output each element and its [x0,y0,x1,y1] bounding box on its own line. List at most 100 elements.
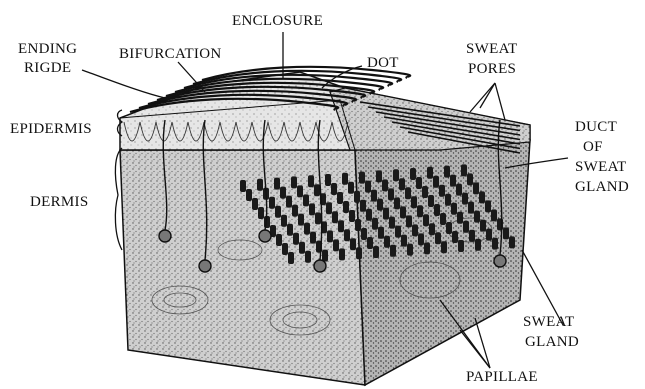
label-sweat-pores-line1: SWEAT [466,40,518,58]
papilla-peg [456,184,462,196]
papilla-peg [428,195,434,207]
label-duct-line3: SWEAT [575,158,627,176]
label-dot: DOT [367,54,399,72]
label-epidermis: EPIDERMIS [10,120,92,138]
papilla-peg [503,227,509,239]
papilla-peg [281,215,287,227]
label-duct-line2: OF [583,138,603,156]
papilla-peg [240,180,246,192]
papilla-peg [299,242,305,254]
papilla-peg [309,203,315,215]
papilla-peg [469,230,475,242]
papilla-peg [331,183,337,195]
papilla-peg [359,172,365,184]
sweat-gland-coil [494,255,506,267]
papilla-peg [450,175,456,187]
papilla-peg [407,244,413,256]
sweat-gland-coil [314,260,326,272]
papilla-peg [467,173,473,185]
papilla-peg [291,176,297,188]
label-ending-ridge-line2: RIGDE [24,59,71,77]
papilla-peg [435,232,441,244]
sweat-gland-coil [199,260,211,272]
papilla-peg [333,239,339,251]
papilla-peg [365,181,371,193]
papilla-peg [458,240,464,252]
papilla-peg [373,246,379,258]
papilla-peg [276,234,282,246]
label-sweat-pores-line2: PORES [468,60,516,78]
label-bifurcation: BIFURCATION [119,45,221,63]
papilla-peg [338,220,344,232]
papilla-peg [390,245,396,257]
papilla-peg [411,196,417,208]
papilla-peg [429,223,435,235]
papilla-peg [304,223,310,235]
papilla-peg [366,209,372,221]
papilla-peg [395,226,401,238]
papilla-peg [287,224,293,236]
label-dermis: DERMIS [30,193,88,211]
papilla-peg [344,229,350,241]
papilla-peg [480,220,486,232]
label-sweat-gland-line1: SWEAT [523,313,575,331]
papilla-peg [418,233,424,245]
papilla-peg [405,187,411,199]
papilla-peg [257,179,263,191]
papilla-peg [325,174,331,186]
papilla-peg [310,232,316,244]
papilla-peg [475,239,481,251]
papilla-peg [339,248,345,260]
papilla-peg [343,201,349,213]
label-duct-line4: GLAND [575,178,629,196]
papilla-peg [463,221,469,233]
papilla-peg [439,185,445,197]
papilla-peg [350,238,356,250]
papilla-peg [258,207,264,219]
papilla-peg [399,178,405,190]
papilla-peg [400,206,406,218]
sweat-gland-coil [259,230,271,242]
papilla-peg [252,198,258,210]
papilla-peg [378,227,384,239]
papilla-peg [462,193,468,205]
papilla-peg [305,251,311,263]
papilla-peg [356,247,362,259]
papilla-peg [410,168,416,180]
papilla-peg [433,176,439,188]
papilla-peg [361,228,367,240]
papilla-peg [292,205,298,217]
papilla-peg [349,210,355,222]
papilla-peg [348,182,354,194]
papilla-peg [479,191,485,203]
papilla-peg [492,238,498,250]
papilla-peg [274,178,280,190]
papilla-peg [389,217,395,229]
papilla-peg [423,214,429,226]
papilla-peg [401,235,407,247]
label-papillae: PAPILLAE [466,368,538,386]
papilla-peg [451,203,457,215]
papilla-peg [246,189,252,201]
papilla-peg [388,188,394,200]
papilla-peg [327,230,333,242]
papilla-peg [303,194,309,206]
papilla-peg [286,196,292,208]
papilla-peg [417,205,423,217]
papilla-peg [355,219,361,231]
papilla-peg [446,222,452,234]
papilla-peg [282,243,288,255]
papilla-peg [342,173,348,185]
papilla-peg [434,204,440,216]
papilla-peg [367,237,373,249]
papilla-peg [473,182,479,194]
papilla-peg [384,236,390,248]
papilla-peg [293,233,299,245]
papilla-peg [377,199,383,211]
sweat-gland-coil [159,230,171,242]
papilla-peg [427,167,433,179]
papilla-peg [308,175,314,187]
papilla-peg [474,211,480,223]
papilla-peg [394,197,400,209]
papilla-peg [382,179,388,191]
